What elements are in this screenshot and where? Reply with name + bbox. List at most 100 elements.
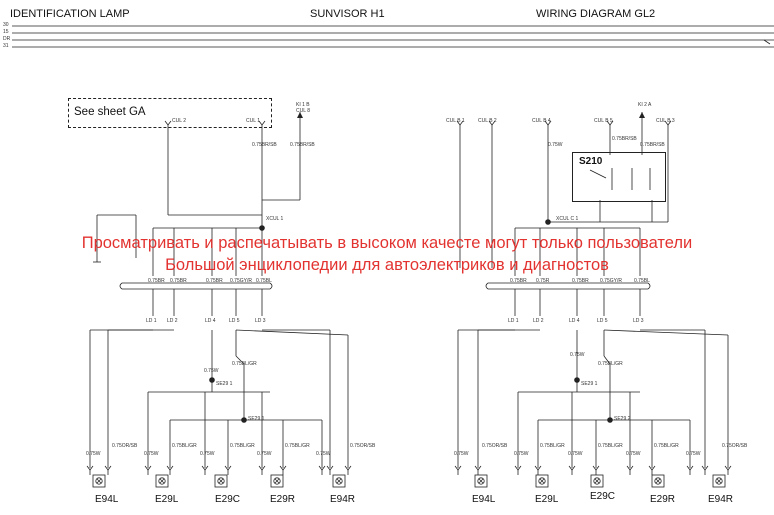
splice-label: XCUL 1 <box>266 216 284 222</box>
connector-label: CUL B 5 <box>594 118 613 124</box>
lamp-icon <box>332 474 346 488</box>
connector-label: LD 3 <box>255 318 266 324</box>
connector-label: LD 1 <box>146 318 157 324</box>
splice-label: SE29 1 <box>248 416 265 422</box>
connector-label: CUL B 1 <box>446 118 465 124</box>
connector-label: LD 2 <box>533 318 544 324</box>
watermark-line-1: Просматривать и распечатывать в высоком … <box>81 234 693 252</box>
wire-label: 0.75BR <box>170 278 187 284</box>
wire-label: 0.75OR/SB <box>722 443 748 449</box>
connector-label: LD 4 <box>205 318 216 324</box>
component-label-e29c-left: E29C <box>215 494 241 505</box>
lamp-icon <box>92 474 106 488</box>
wire-label: 0.75BR/SB <box>640 142 665 148</box>
bus-label-31: 31 <box>3 43 9 49</box>
splice-label: SE29 2 <box>614 416 631 422</box>
wire-label: 0.75W <box>200 451 215 457</box>
wire-label: 0.75BR/SB <box>252 142 277 148</box>
lamp-icon <box>214 474 228 488</box>
connector-label: LD 5 <box>597 318 608 324</box>
splice-label: SE29 1 <box>216 381 233 387</box>
wire-label: 0.75BL/GR <box>230 443 255 449</box>
wire-label: 0.75BL <box>634 278 650 284</box>
component-label-e29l-right: E29L <box>535 494 559 505</box>
splice-label: SE29 1 <box>581 381 598 387</box>
wire-label: 0.75W <box>568 451 583 457</box>
connector-pin-icon <box>606 120 614 126</box>
header-right-title: WIRING DIAGRAM GL2 <box>536 8 656 20</box>
wire-label: 0.75BL <box>256 278 272 284</box>
wire-label: 0.75OR/SB <box>482 443 508 449</box>
switch-s210-box: S210 <box>572 152 666 202</box>
connector-label: CUL 1 <box>246 118 260 124</box>
connector-label: CUL 8 <box>296 108 310 114</box>
lamp-icon <box>474 474 488 488</box>
wire-label: 0.75GY/R <box>600 278 622 284</box>
splice-points <box>209 219 613 423</box>
wire-label: 0.75GY/R <box>230 278 252 284</box>
wire-label: 0.75W <box>514 451 529 457</box>
wire-label: 0.75BR <box>572 278 589 284</box>
wire-label: 0.75BL/GR <box>285 443 310 449</box>
lamp-icon <box>712 474 726 488</box>
connector-pin-icon <box>258 120 266 126</box>
wire-label: 0.75BL/GR <box>598 361 623 367</box>
connector-label: LD 2 <box>167 318 178 324</box>
sheet-reference-box: See sheet GA <box>68 98 272 128</box>
bus-label-15: 15 <box>3 29 9 35</box>
connector-label: LD 5 <box>229 318 240 324</box>
wire-label: 0.75W <box>454 451 469 457</box>
lamp-icon <box>535 474 549 488</box>
wire-label: 0.75R <box>536 278 550 284</box>
component-label-e29l-left: E29L <box>155 494 179 505</box>
watermark-line-2: Большой энциклопедии для автоэлектриков … <box>165 256 609 274</box>
component-label-e94l-left: E94L <box>95 494 119 505</box>
wire-label: 0.75BR/SB <box>290 142 315 148</box>
wire-label: 0.75OR/SB <box>350 443 376 449</box>
wire-label: 0.75W <box>86 451 101 457</box>
wire-label: 0.75W <box>626 451 641 457</box>
connector-label: CUL B 3 <box>656 118 675 124</box>
connector-pin-icon <box>456 120 464 126</box>
wire-label: 0.75BL/GR <box>172 443 197 449</box>
splice-label: XCUL C 1 <box>556 216 579 222</box>
connector-pin-icon <box>664 120 672 126</box>
lamp-icon <box>270 474 284 488</box>
bus-label-dr: DR <box>3 36 11 42</box>
wire-label: 0.75OR/SB <box>112 443 138 449</box>
wire-label: 0.75BL/GR <box>654 443 679 449</box>
connector-label: LD 4 <box>569 318 580 324</box>
wire-label: 0.75BL/GR <box>540 443 565 449</box>
connector-label: CUL B 4 <box>532 118 551 124</box>
component-label-e29c-right: E29C <box>590 491 616 502</box>
wire-label: 0.75BR <box>510 278 527 284</box>
wire-label: 0.75BR/SB <box>612 136 637 142</box>
connector-pin-icon <box>488 120 496 126</box>
wire-label: 0.75W <box>316 451 331 457</box>
connector-pin-icon <box>544 120 552 126</box>
component-label-e94r-right: E94R <box>708 494 734 505</box>
connector-label: LD 1 <box>508 318 519 324</box>
component-label-e29r-right: E29R <box>650 494 676 505</box>
wire-label: 0.75BR <box>148 278 165 284</box>
wire-label: 0.75BL/GR <box>598 443 623 449</box>
bus-label-30: 30 <box>3 22 9 28</box>
connector-label: CUL 2 <box>172 118 186 124</box>
header-left-title: IDENTIFICATION LAMP <box>10 8 130 20</box>
component-label-e94r-left: E94R <box>330 494 356 505</box>
component-label-e94l-right: E94L <box>472 494 496 505</box>
header-center-title: SUNVISOR H1 <box>310 8 385 20</box>
switch-s210-label: S210 <box>579 156 603 167</box>
connector-label: CUL B 2 <box>478 118 497 124</box>
connector-pin-icon <box>164 120 172 126</box>
connector-label: KI 2 A <box>638 102 652 108</box>
wire-label: 0.75BR <box>206 278 223 284</box>
wire-label: 0.75W <box>204 368 219 374</box>
lamp-icon <box>155 474 169 488</box>
lamp-icon <box>590 474 604 488</box>
connector-label: KI 1 B <box>296 102 310 108</box>
wire-label: 0.75W <box>144 451 159 457</box>
lamp-icon <box>651 474 665 488</box>
wire-label: 0.75W <box>570 352 585 358</box>
